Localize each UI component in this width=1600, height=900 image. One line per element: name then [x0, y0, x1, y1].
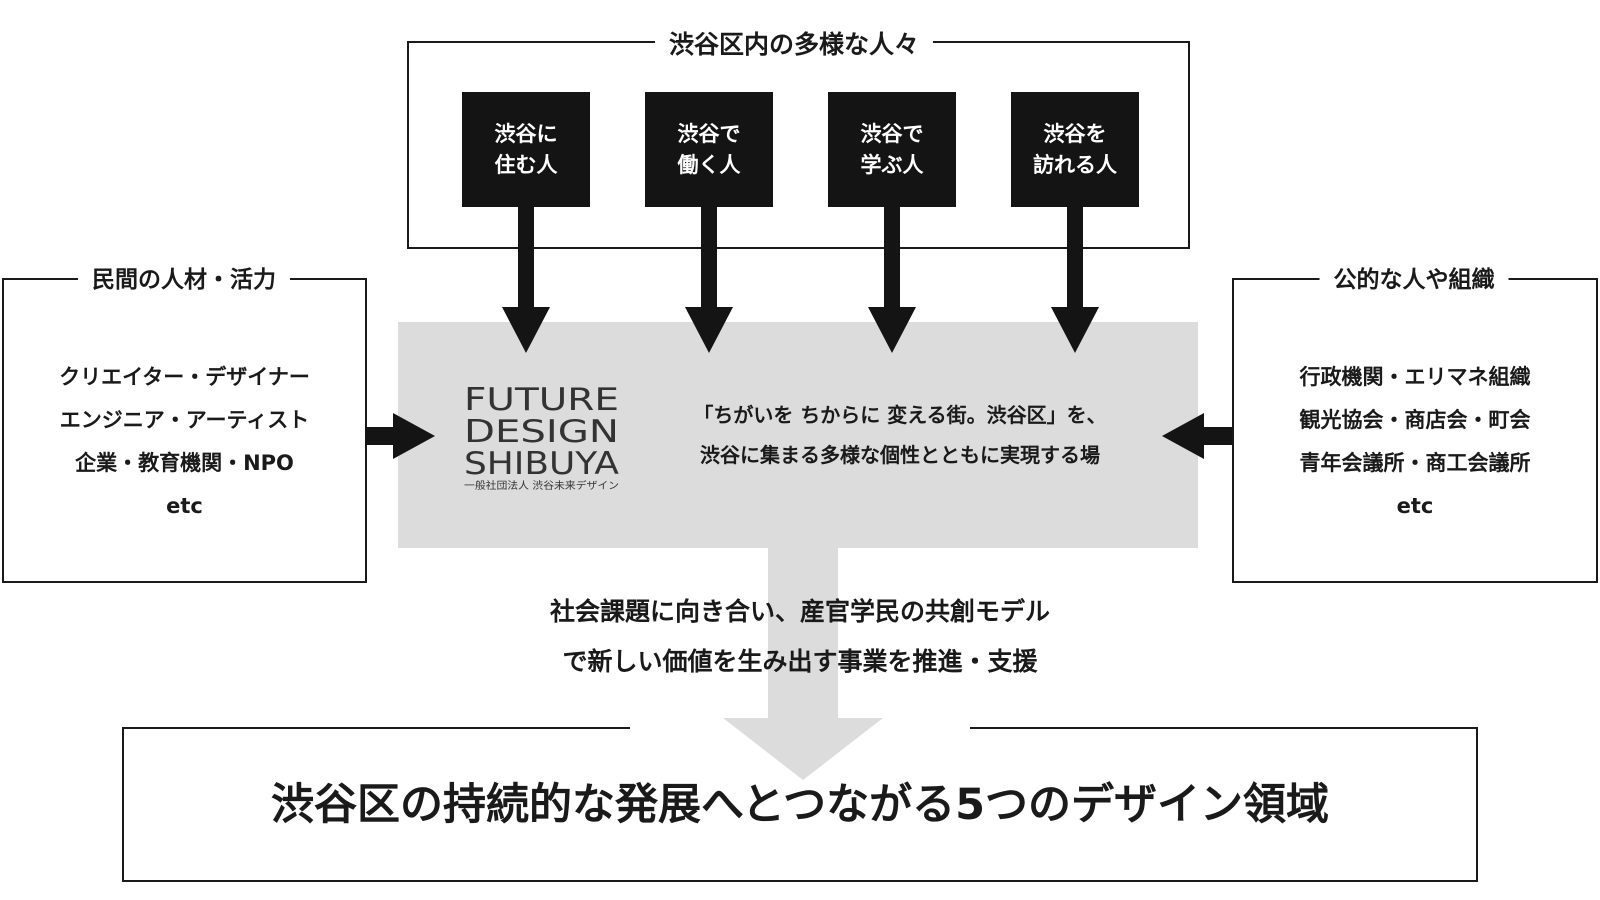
private-sector-list: クリエイター・デザイナー エンジニア・アーティスト 企業・教育機関・NPO et…	[2, 356, 367, 528]
logo-subtitle: 一般社団法人 渋谷未来デザイン	[464, 479, 619, 492]
down-arrow-head-icon	[723, 718, 883, 780]
outcome-title: 渋谷区の持続的な発展へとつながる5つのデザイン領域	[270, 780, 1330, 830]
mission-text: 社会課題に向き合い、産官学民の共創モデル で新しい価値を生み出す事業を推進・支援	[420, 587, 1180, 687]
person-box-visitors: 渋谷を 訪れる人	[1011, 92, 1139, 207]
mission-line: 社会課題に向き合い、産官学民の共創モデル	[549, 597, 1050, 626]
down-arrow-icon	[1051, 207, 1099, 353]
person-box-residents: 渋谷に 住む人	[462, 92, 590, 207]
down-arrow-icon	[685, 207, 733, 353]
right-arrow-icon	[365, 413, 435, 459]
flow-arrow-shaft	[768, 548, 838, 723]
list-item: 企業・教育機関・NPO	[75, 451, 294, 475]
logo-line: FUTURE	[464, 382, 619, 418]
person-box-workers: 渋谷で 働く人	[645, 92, 773, 207]
public-sector-list: 行政機関・エリマネ組織 観光協会・商店会・町会 青年会議所・商工会議所 etc	[1232, 356, 1598, 528]
private-sector-title: 民間の人材・活力	[78, 265, 290, 295]
public-sector-title: 公的な人や組織	[1319, 265, 1509, 295]
statement-line: 渋谷に集まる多様な個性とともに実現する場	[700, 443, 1100, 467]
down-arrow-icon	[868, 207, 916, 353]
logo-line: DESIGN	[464, 414, 619, 450]
list-item: 青年会議所・商工会議所	[1299, 451, 1531, 475]
people-group-title: 渋谷区内の多様な人々	[654, 30, 934, 60]
left-arrow-icon	[1162, 413, 1232, 459]
future-design-shibuya-logo: FUTURE DESIGN SHIBUYA 一般社団法人 渋谷未来デザイン	[464, 382, 619, 492]
logo-line: SHIBUYA	[464, 446, 619, 482]
list-item: クリエイター・デザイナー	[59, 365, 310, 389]
center-platform-block	[398, 322, 1198, 548]
list-item: エンジニア・アーティスト	[59, 408, 310, 432]
list-item: 行政機関・エリマネ組織	[1299, 365, 1531, 389]
list-item: etc	[166, 494, 203, 518]
down-arrow-icon	[502, 207, 550, 353]
statement-line: 「ちがいを ちからに 変える街。渋谷区」を、	[693, 403, 1107, 427]
center-statement: 「ちがいを ちからに 変える街。渋谷区」を、 渋谷に集まる多様な個性とともに実現…	[650, 395, 1150, 475]
list-item: 観光協会・商店会・町会	[1299, 408, 1531, 432]
list-item: etc	[1396, 494, 1434, 518]
mission-line: で新しい価値を生み出す事業を推進・支援	[562, 647, 1038, 676]
person-box-students: 渋谷で 学ぶ人	[828, 92, 956, 207]
